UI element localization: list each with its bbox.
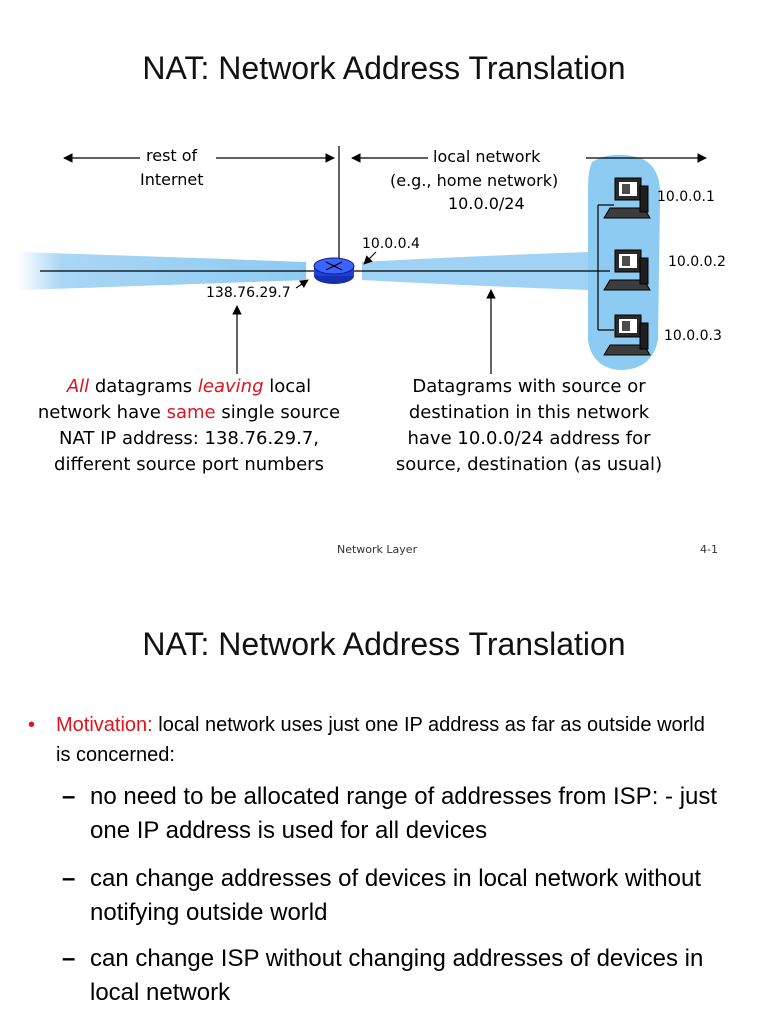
footer-page-number: 4-1 — [700, 543, 718, 556]
host3-ip: 10.0.0.3 — [664, 328, 722, 344]
rest-of-label: rest of — [146, 146, 198, 165]
motivation-label: Motivation: — [56, 714, 153, 736]
bullet-dot: • — [28, 714, 36, 736]
router-outside-ip: 138.76.29.7 — [206, 285, 291, 301]
host-computer-icon — [603, 314, 651, 356]
host-computer-icon — [603, 249, 651, 291]
right-caption: Datagrams with source or destination in … — [395, 376, 663, 475]
slide-2-title: NAT: Network Address Translation — [142, 626, 626, 662]
host-computer-icon — [603, 177, 651, 219]
leaving-highlight: leaving — [197, 376, 264, 397]
slide-1-title: NAT: Network Address Translation — [142, 50, 626, 86]
dash-marker: – — [62, 783, 76, 810]
host2-ip: 10.0.0.2 — [668, 254, 726, 270]
router-icon — [313, 257, 355, 284]
local-network-label: local network — [433, 147, 541, 166]
same-highlight: same — [166, 402, 216, 423]
home-network-label: (e.g., home network) — [390, 171, 559, 190]
left-caption: All datagrams leaving local network have… — [37, 376, 341, 475]
dash-marker: – — [62, 865, 76, 892]
router-inside-ip: 10.0.0.4 — [362, 236, 420, 252]
footer-section: Network Layer — [337, 543, 418, 556]
slide-1: NAT: Network Address Translation — [18, 50, 726, 556]
slide-2: NAT: Network Address Translation • Motiv… — [0, 590, 768, 1024]
all-highlight: All — [66, 376, 90, 397]
subnet-label: 10.0.0/24 — [448, 194, 525, 213]
host1-ip: 10.0.0.1 — [657, 189, 715, 205]
internet-label: Internet — [140, 170, 204, 189]
dash-marker: – — [62, 945, 76, 972]
nat-diagram — [18, 146, 707, 374]
